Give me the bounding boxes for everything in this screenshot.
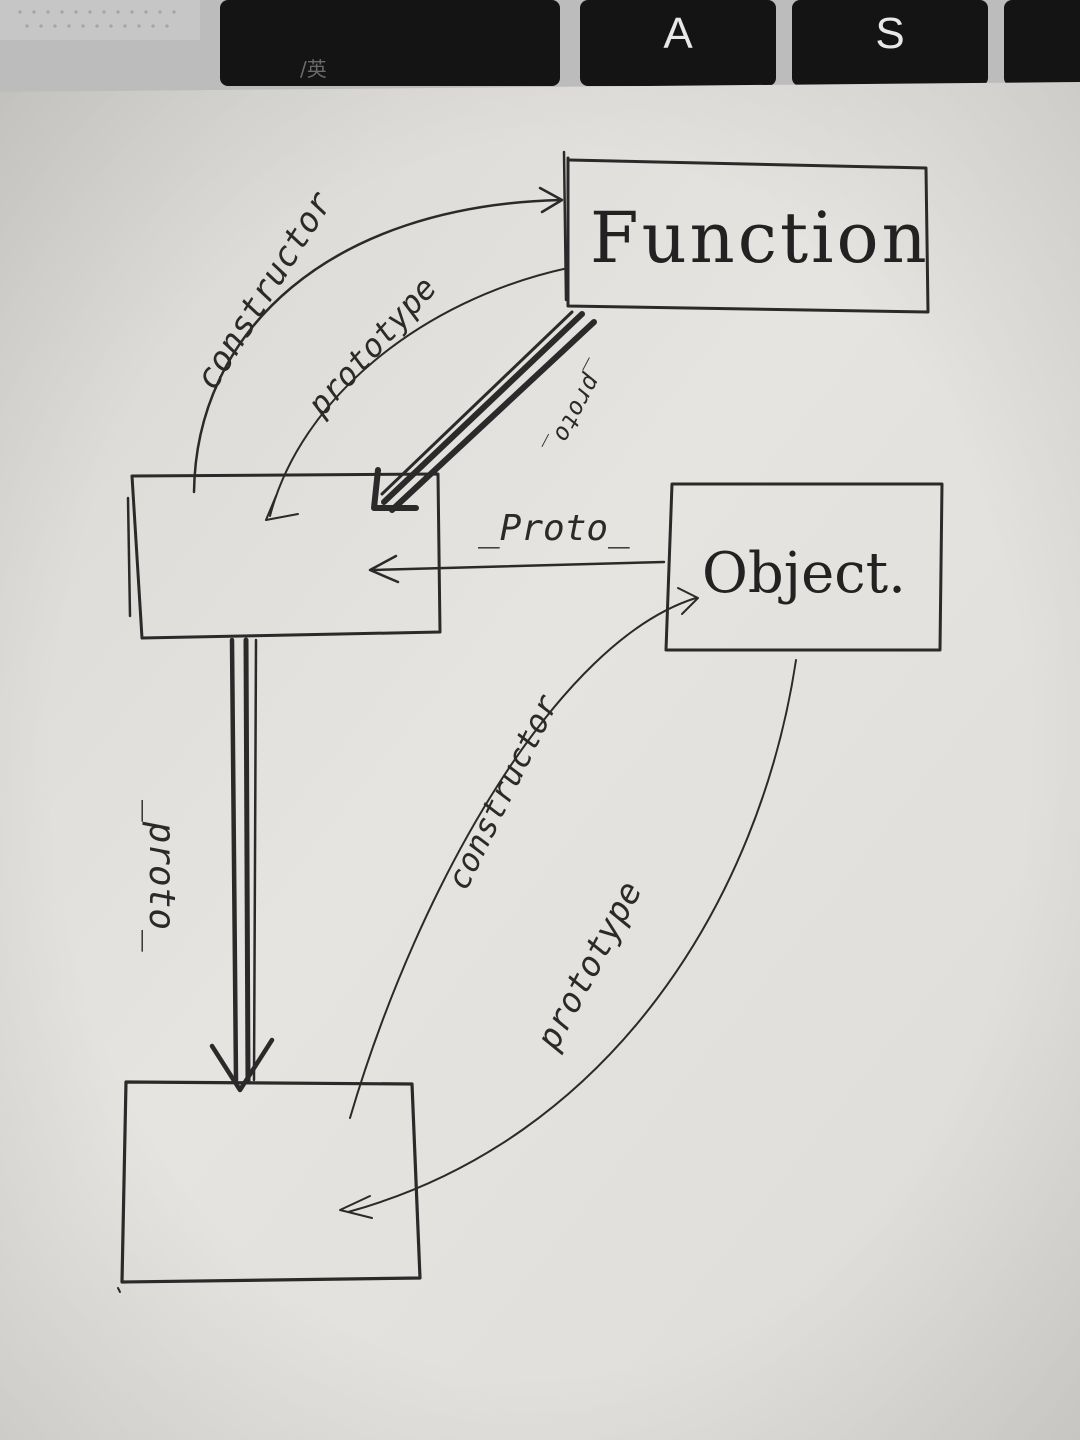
fnproto-proto-thick-arrow [209, 637, 275, 1093]
object-proto-label: _Proto_ [478, 508, 630, 549]
function-prototype-arrow [265, 267, 569, 521]
fnproto-constructor-arrow [192, 186, 564, 494]
function-proto-thick-arrow [371, 310, 597, 513]
keyboard-key-blank [220, 0, 560, 86]
function-box-label: Function [590, 197, 930, 279]
object-prototype-box [117, 1080, 422, 1293]
object-prototype-arrow [339, 659, 797, 1219]
speaker-holes [18, 10, 176, 28]
keyboard-strip: A S /英 [0, 0, 1080, 100]
objproto-constructor-arrow [349, 587, 699, 1119]
paper-sheet [0, 82, 1080, 1440]
keyboard-key-a [580, 0, 776, 86]
speaker-grille [0, 0, 200, 40]
object-box [664, 482, 944, 652]
key-s-label: S [875, 9, 904, 58]
key-a-label: A [663, 9, 693, 58]
key-partial-mark: /英 [300, 57, 327, 81]
function-box [562, 150, 930, 314]
keyboard-key-s [792, 0, 988, 86]
function-prototype-box [126, 472, 442, 640]
object-box-label: Object. [702, 541, 906, 606]
object-proto-arrow [368, 554, 666, 584]
fnproto-proto-label: _proto_ [141, 800, 182, 952]
keyboard-key-edge [1004, 0, 1080, 86]
